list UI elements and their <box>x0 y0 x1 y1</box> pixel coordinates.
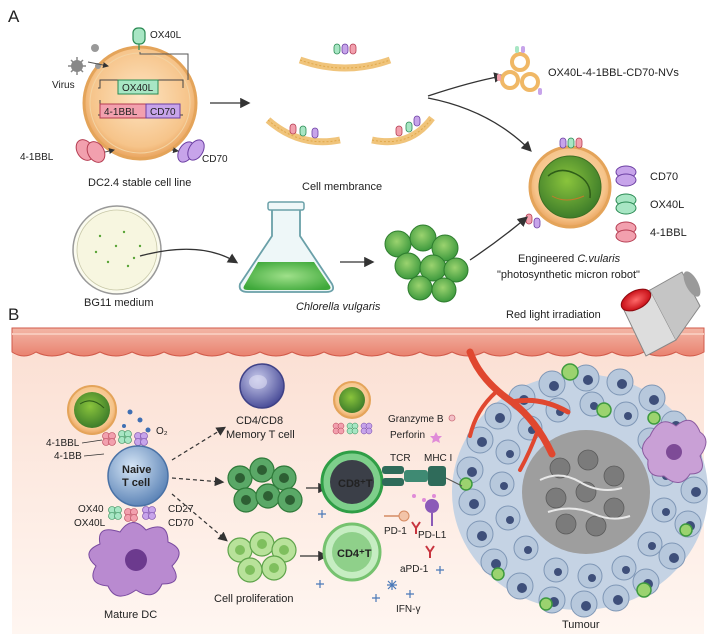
t-cell-label: T cell <box>122 477 150 489</box>
robot-41bbl-icon <box>615 221 637 243</box>
macrophage-cell <box>642 419 707 483</box>
cd70-gene-box <box>145 103 181 119</box>
perforin-icon <box>430 432 442 443</box>
ifn-label: IFN-γ <box>396 604 420 615</box>
cd70-gene-label: CD70 <box>150 107 176 118</box>
robot-ox40l-icon <box>615 193 637 215</box>
mature-dc-cell <box>88 522 180 597</box>
ox40l-b-label: OX40L <box>74 518 106 529</box>
o2-label: O₂ <box>156 426 168 437</box>
skin-layer <box>11 327 705 357</box>
bg11-petri-dish <box>72 205 162 295</box>
perforin-label: Perforin <box>390 430 425 441</box>
virus-icon <box>68 44 101 75</box>
granzyme-label: Granzyme B <box>388 414 444 425</box>
cd4-proliferation-cluster <box>227 531 297 583</box>
tumour-label: Tumour <box>562 619 600 631</box>
granzyme-icon <box>448 414 456 422</box>
bbl-side-label: 4-1BBL <box>20 152 54 163</box>
robot-name-label: "photosynthetic micron robot" <box>497 269 640 281</box>
cd27-label: CD27 <box>168 504 194 515</box>
nanovesicles-icon <box>497 46 542 95</box>
bbl-receptor-icon <box>75 139 106 163</box>
apd1-antibody-icon <box>411 521 435 558</box>
cd8-proliferation-cluster <box>227 457 303 513</box>
pdl1-icon <box>425 499 439 526</box>
dc-cell: OX40L 4-1BBL CD70 <box>82 45 198 161</box>
receptor-complex-top <box>102 430 148 446</box>
cd4-label: CD4⁺T <box>337 548 372 560</box>
bg11-label: BG11 medium <box>84 297 154 309</box>
ox40l-gene-label: OX40L <box>122 83 154 94</box>
proliferation-label: Cell proliferation <box>214 593 293 605</box>
cell-membrane-fragments <box>265 43 435 146</box>
cell-line-label: DC2.4 stable cell line <box>88 177 191 189</box>
robot-cd70-label: CD70 <box>650 171 678 183</box>
pd1-label: PD-1 <box>384 526 407 537</box>
red-light-label: Red light irradiation <box>506 309 601 321</box>
panel-b-letter: B <box>8 305 19 324</box>
bbl-b-label: 4-1BBL <box>46 438 80 449</box>
pdl1-label: PD-L1 <box>418 530 447 541</box>
engineered-robot <box>525 137 612 229</box>
cd70-receptor-icon <box>177 139 205 163</box>
naive-label: Naive <box>122 464 151 476</box>
apd1-label: aPD-1 <box>400 564 429 575</box>
panel-a-letter: A <box>8 7 20 26</box>
cd70-side-label: CD70 <box>202 154 228 165</box>
cd70-b-label: CD70 <box>168 518 194 529</box>
algae-cluster <box>384 224 469 303</box>
ox40l-top-label: OX40L <box>150 30 182 41</box>
ox40l-gene-box <box>117 79 159 95</box>
memory-label-1: CD4/CD8 <box>236 415 283 427</box>
pd1-icon <box>384 510 410 522</box>
cd8-label: CD8⁺T <box>338 478 373 490</box>
cell-membrane-label: Cell membrance <box>302 181 382 193</box>
memory-label-2: Memory T cell <box>226 429 295 441</box>
chlorella-label: Chlorella vulgaris <box>296 301 381 313</box>
nvs-label: OX40L-4-1BBL-CD70-NVs <box>548 67 679 79</box>
virus-label: Virus <box>52 80 75 91</box>
robot-on-cd8 <box>332 381 373 435</box>
robot-cd70-icon <box>615 165 637 187</box>
bbl-gene-label: 4-1BBL <box>104 107 138 118</box>
memory-t-cell <box>239 363 285 409</box>
ox40l-receptor-icon <box>132 27 146 50</box>
robot-in-tissue <box>67 385 117 435</box>
bb-b-label: 4-1BB <box>54 451 82 462</box>
naive-t-cell <box>107 445 169 507</box>
tcr-label: TCR <box>390 453 411 464</box>
ifn-gamma-icons <box>316 510 444 602</box>
red-light-device-icon <box>620 271 701 357</box>
receptor-complex-bottom <box>108 506 156 522</box>
chlorella-flask <box>238 201 335 293</box>
tumour-mass <box>452 348 708 618</box>
mhc-label: MHC I <box>424 453 452 464</box>
robot-ox40l-label: OX40L <box>650 199 684 211</box>
mature-dc-label: Mature DC <box>104 609 157 621</box>
engineered-label: Engineered C.vularis <box>518 253 621 265</box>
tcr-mhc-complex <box>382 466 446 486</box>
ox40-label: OX40 <box>78 504 104 515</box>
cd4-t-cell <box>322 522 382 582</box>
robot-41bbl-label: 4-1BBL <box>650 227 687 239</box>
